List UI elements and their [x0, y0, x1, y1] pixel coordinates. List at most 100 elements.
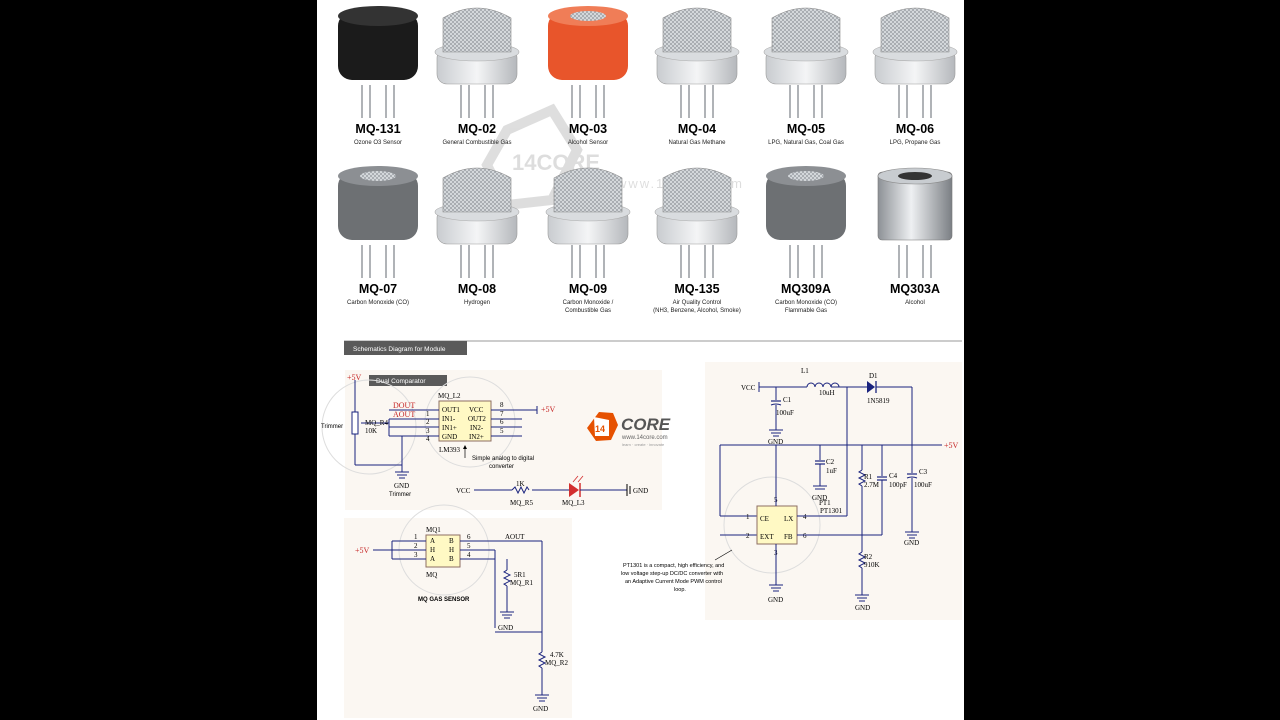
led-ref: MQ_L3	[562, 499, 585, 507]
boost-r1-value: 2.7M	[864, 481, 880, 489]
mq-sensor-schematic: MQ1 MQ MQ GAS SENSOR +5V 1 2 3 A H A B H…	[344, 504, 572, 718]
boost-pin-4: 4	[803, 513, 807, 521]
pin-signal-aout: AOUT	[393, 410, 415, 419]
sensor-pin-1: 1	[414, 533, 418, 541]
sensor-description: Alcohol	[905, 300, 925, 306]
sensor-name: MQ-04	[678, 122, 716, 136]
sensor-body	[338, 172, 418, 240]
sensor-name: MQ	[426, 571, 437, 579]
sensor-description: Alcohol Sensor	[568, 140, 608, 146]
boost-ic-part: PT1301	[820, 507, 843, 515]
trimmer-gnd-label: Trimmer	[389, 492, 411, 498]
sensor-body	[548, 12, 628, 80]
boost-l1: L1	[801, 367, 809, 375]
boost-pin-6: 6	[803, 532, 807, 540]
sensor-aout: AOUT	[505, 533, 525, 541]
trimmer-supply: +5V	[347, 373, 362, 382]
sensor-pins	[680, 245, 714, 278]
sensor-body	[338, 12, 418, 80]
logo-text: CORE	[621, 415, 671, 434]
boost-c2: C2	[826, 458, 835, 466]
boost-c2-gnd: GND	[812, 494, 827, 502]
sensor-r1-ref: MQ_R1	[510, 579, 533, 587]
sensor-description: LPG, Propane Gas	[890, 140, 941, 146]
sensor-pins	[898, 85, 932, 118]
pin-5: 5	[500, 427, 504, 435]
boost-note-line4: loop.	[674, 587, 686, 593]
sensor-caption: MQ GAS SENSOR	[418, 597, 470, 603]
section-title-bar	[344, 341, 467, 355]
sensor-r1-value: 5R1	[514, 571, 526, 579]
sensor-body	[766, 172, 846, 240]
sensor-pins	[361, 85, 395, 118]
boost-pin-ce: CE	[760, 515, 769, 523]
pin-func-in1-: IN1-	[442, 415, 456, 423]
boost-ic-ref: PT1	[819, 499, 831, 507]
boost-ic-gnd: GND	[768, 596, 783, 604]
pin-func-out2: OUT2	[468, 415, 486, 423]
sensor-name: MQ-02	[458, 122, 496, 136]
boost-output: +5V	[944, 441, 959, 450]
mesh-cap	[662, 167, 732, 213]
sensor-description: Flammable Gas	[785, 308, 827, 314]
boost-r1: R1	[864, 473, 873, 481]
boost-c2-value: 1uF	[826, 467, 837, 475]
sensor-name: MQ309A	[781, 282, 831, 296]
sensor-name: MQ-07	[359, 282, 397, 296]
sensor-name: MQ-09	[569, 282, 607, 296]
sensor-description: Carbon Monoxide (CO)	[347, 300, 409, 306]
boost-c3-gnd: GND	[904, 539, 919, 547]
boost-c1-gnd: GND	[768, 438, 783, 446]
trimmer-ref: MQ_R4	[365, 419, 388, 427]
sensor-name: MQ-03	[569, 122, 607, 136]
sensor-pins	[361, 245, 395, 278]
sensor-pins	[460, 85, 494, 118]
mesh-cap	[880, 7, 950, 53]
boost-pin-2: 2	[746, 532, 750, 540]
sensor-sig-h1: H	[430, 546, 435, 554]
led-gnd: GND	[633, 487, 648, 495]
pin-signal-dout: DOUT	[393, 401, 415, 410]
comparator-right-pins: VCC OUT2 IN2- IN2+ 8 7 6 5 +5V	[468, 401, 556, 441]
sensor-description: (NH3, Benzene, Alcohol, Smoke)	[653, 308, 741, 314]
led-vcc: VCC	[456, 487, 471, 495]
mesh-cap	[442, 167, 512, 213]
comparator-tag: Dual Comparator	[376, 378, 426, 385]
sensor-supply: +5V	[355, 546, 370, 555]
boost-c4: C4	[889, 472, 898, 480]
boost-converter-schematic: VCC L1 10uH D1 1N5819 +5V C1 100uF GND P…	[621, 362, 962, 620]
boost-pin-1: 1	[746, 513, 750, 521]
boost-r2-value: 910K	[864, 561, 880, 569]
mesh-cap	[442, 7, 512, 53]
logo-tagline: learn · create · innovate	[622, 442, 665, 447]
sensor-name: MQ-131	[355, 122, 400, 136]
sensor-r2-value: 4.7K	[550, 651, 564, 659]
pin-4: 4	[426, 435, 430, 443]
pin-3: 3	[426, 427, 430, 435]
sensor-pins	[789, 245, 823, 278]
pin-1: 1	[426, 410, 430, 418]
pin-func-in2-: IN2-	[470, 424, 484, 432]
sensor-gnd1: GND	[498, 624, 513, 632]
inductor-symbol	[806, 382, 840, 388]
boost-c1: C1	[783, 396, 792, 404]
sensor-description: Air Quality Control	[673, 300, 722, 306]
trimmer-circuit: +5V Trimmer MQ_R4 10K GND Trimmer	[321, 373, 411, 498]
boost-note-line2: low voltage step-up DC/DC converter with	[621, 571, 723, 577]
boost-d1-part: 1N5819	[867, 397, 890, 405]
sensor-pins	[789, 85, 823, 118]
sensor-pin-5: 5	[467, 542, 471, 550]
boost-c3-value: 100uF	[914, 481, 932, 489]
comparator-note-line2: converter	[489, 464, 514, 470]
sensor-ref: MQ1	[426, 526, 441, 534]
pt1301-chip	[756, 505, 798, 545]
